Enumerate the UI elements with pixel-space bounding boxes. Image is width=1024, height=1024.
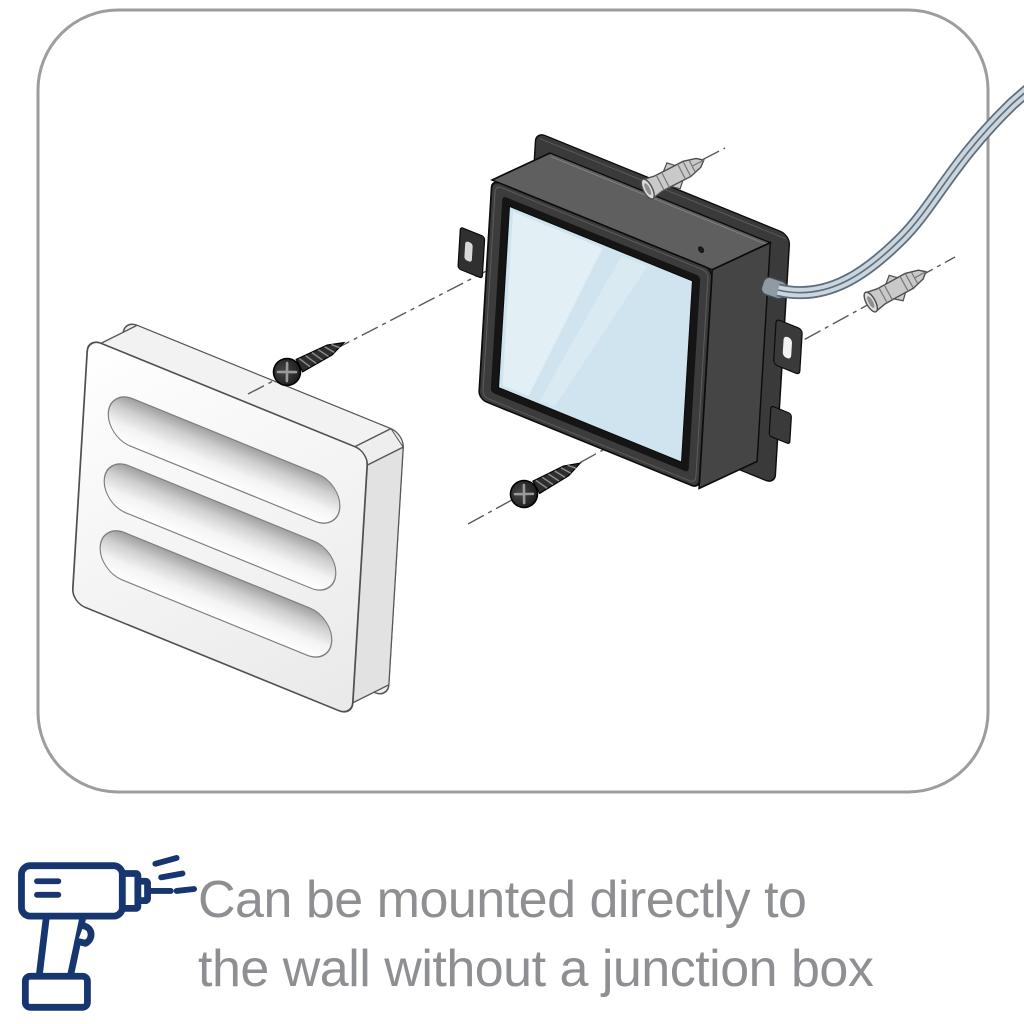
top-edge-highlight [550,156,768,246]
mounting-screw [272,341,346,387]
phillips-slot [276,361,298,383]
anchor-hole [867,296,875,308]
drill-vents [34,878,62,898]
mounting-screw [509,462,582,509]
glass-lens [498,205,693,463]
caption-text: Can be mounted directly to the wall with… [198,844,874,1024]
frame-highlight [482,186,709,482]
anchor-wing [892,291,907,302]
drill-grip [35,910,87,982]
drill-icon [4,852,198,1024]
faceplate-louver [99,530,333,658]
pilot-hole [696,245,706,255]
anchor-wing [884,274,899,286]
drill-battery [21,972,91,1011]
anchor-ribs [878,271,927,304]
motion-lines [152,855,198,894]
phillips-slot [513,483,535,505]
drill-body [18,862,126,920]
louvered-faceplate [71,323,404,713]
wall-anchor [640,157,705,200]
screw-shank [532,462,582,495]
screw-threads [535,464,577,489]
light-fixture [457,134,803,490]
clip-slot [464,241,473,262]
glass-glare [502,211,603,396]
drill-trigger [74,922,95,947]
caption-line-2: the wall without a junction box [198,940,874,998]
screw-shank [295,341,346,373]
mounting-slot [782,336,792,359]
mounting-tab [768,405,792,444]
border-frame [36,8,990,794]
cable-split-line [777,92,1024,294]
anchor-hole [644,183,652,195]
anchor-wing [669,179,684,190]
anchor-wing [662,162,677,173]
faceplate-louver [103,463,337,591]
anchor-ribs [655,159,705,191]
caption-line-1: Can be mounted directly to [198,871,807,929]
power-cable [760,85,1024,300]
wall-anchor [863,269,927,313]
faceplate-louver [107,396,341,524]
screw-threads [298,343,340,368]
caption: Can be mounted directly to the wall with… [0,844,1024,1024]
glass-glare [539,255,648,407]
